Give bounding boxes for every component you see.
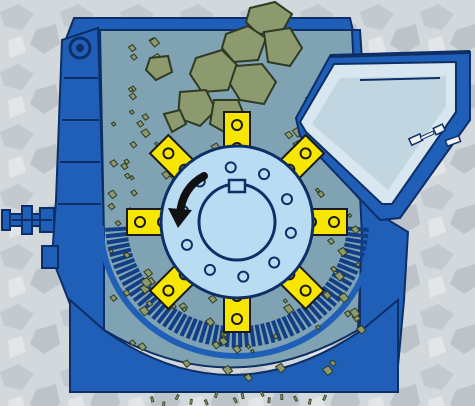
rotor-hub [199,184,275,260]
rotor-bolt [259,169,269,179]
grate-bar [251,328,253,345]
grate-bar [348,234,366,236]
rock-fragment [190,399,193,404]
rock-fragment [308,399,311,404]
rotor-bolt [238,272,248,282]
rock-fragment [268,398,271,403]
grate-bar [107,229,125,230]
rock-fragment [281,394,283,399]
rotor-assembly [127,112,347,332]
grate-bar [347,239,365,242]
rotor-bolt [205,265,215,275]
rotor-bolt [182,240,192,250]
grate-bar [109,239,127,242]
rotor-bolt [269,258,279,268]
rotor-bolt [282,194,292,204]
rock-fragment [162,402,165,406]
rotor-bolt [226,162,236,172]
rotor-bolt [286,228,296,238]
grate-bar [108,234,126,236]
shaft-keyway [229,180,245,192]
